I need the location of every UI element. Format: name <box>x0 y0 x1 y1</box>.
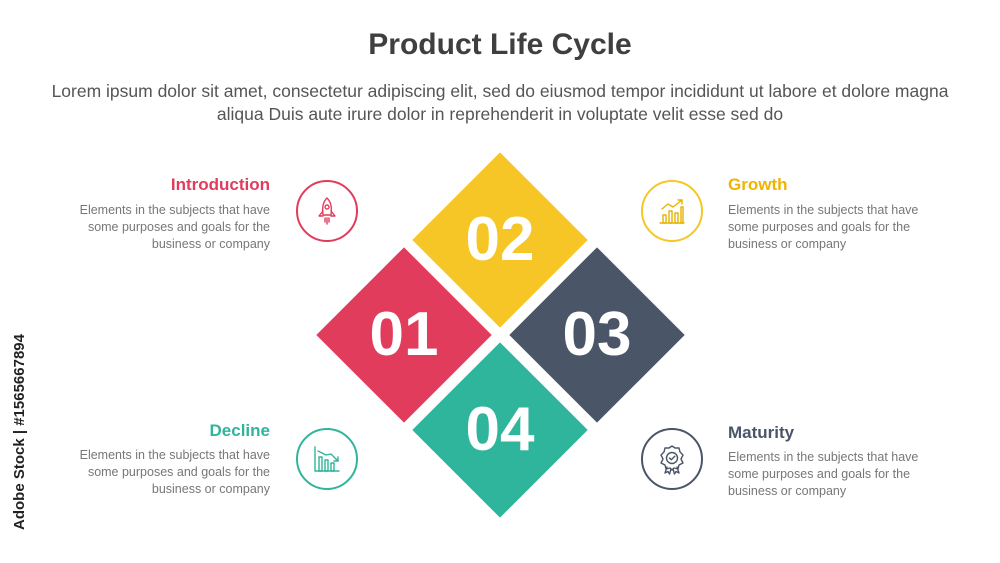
stage-title-decline: Decline <box>209 421 270 440</box>
growth-chart-icon <box>641 180 703 242</box>
rocket-icon <box>296 180 358 242</box>
award-badge-icon <box>641 428 703 490</box>
stage-number-01: 01 <box>369 300 439 369</box>
stage-desc-decline: Elements in the subjects that have some … <box>79 448 270 496</box>
stage-title-maturity: Maturity <box>728 423 795 442</box>
stage-number-02: 02 <box>465 205 535 274</box>
stage-title-introduction: Introduction <box>170 175 270 194</box>
page-subtitle: Lorem ipsum dolor sit amet, consectetur … <box>51 81 949 124</box>
page-title: Product Life Cycle <box>368 28 632 61</box>
stage-desc-growth: Elements in the subjects that have some … <box>728 203 919 251</box>
decline-chart-icon <box>296 428 358 490</box>
stage-title-growth: Growth <box>728 175 788 194</box>
stage-number-04: 04 <box>465 395 535 464</box>
stage-desc-maturity: Elements in the subjects that have some … <box>728 450 919 498</box>
stage-desc-introduction: Elements in the subjects that have some … <box>79 203 270 251</box>
stage-number-03: 03 <box>562 300 632 369</box>
watermark-text: Adobe Stock | #1565667894 <box>11 334 28 530</box>
